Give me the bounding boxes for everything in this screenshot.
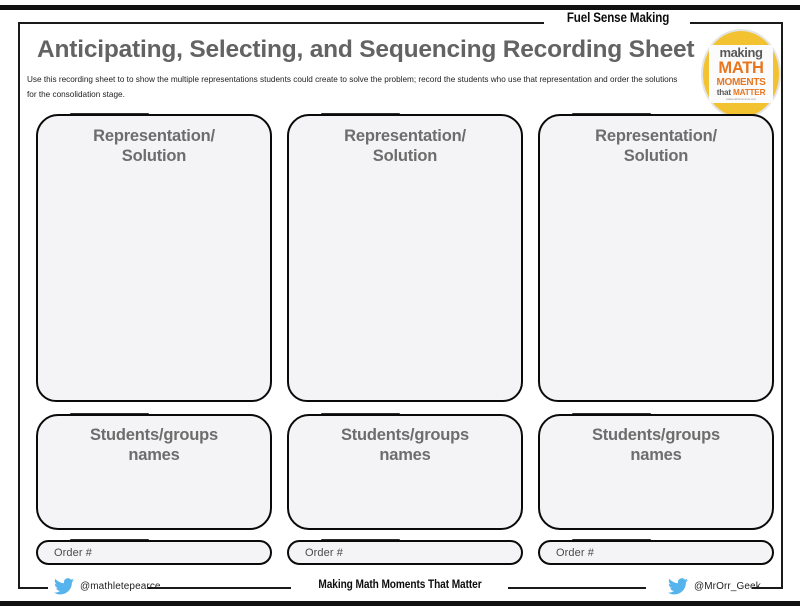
representation-box-3[interactable]: Representation/Solution	[538, 112, 774, 402]
logo-text-that: that	[716, 87, 733, 97]
logo-url-text: makemathmoments.com	[725, 98, 757, 102]
frame-top-border-left	[18, 22, 544, 24]
logo-text-making: making	[719, 45, 763, 61]
representation-label-2: Representation/Solution	[344, 127, 466, 166]
mathletepearce-handle[interactable]: @mathletepearce	[80, 581, 161, 592]
fuel-sense-making-tab: Fuel Sense Making	[566, 10, 670, 25]
footer-center-caption: Making Math Moments That Matter	[318, 579, 482, 591]
frame-top-border-right	[690, 22, 783, 24]
order-label-1: Order #	[54, 546, 92, 559]
order-label-2: Order #	[305, 546, 343, 559]
twitter-icon	[668, 578, 688, 595]
page-intro-text: Use this recording sheet to to show the …	[27, 75, 678, 99]
frame-bottom-segment-2	[148, 587, 291, 589]
frame-left-border	[18, 22, 20, 588]
representation-box-2[interactable]: Representation/Solution	[287, 112, 523, 402]
footer-right-credit: @MrOrr_Geek	[668, 578, 761, 595]
logo-text-moments: MOMENTS	[716, 76, 766, 88]
twitter-icon	[54, 578, 74, 595]
brand-logo: making MATH MOMENTS that MATTER makemath…	[703, 31, 779, 117]
footer-left-credit: @mathletepearce	[54, 578, 161, 595]
frame-bottom-segment-1	[18, 587, 48, 589]
representation-label-1: Representation/Solution	[93, 127, 215, 166]
order-box-3[interactable]: Order #	[538, 538, 774, 565]
order-box-1[interactable]: Order #	[36, 538, 272, 565]
representation-box-1[interactable]: Representation/Solution	[36, 112, 272, 402]
top-edge-rule	[0, 5, 800, 10]
page-title: Anticipating, Selecting, and Sequencing …	[37, 36, 695, 63]
representation-label-3: Representation/Solution	[595, 127, 717, 166]
bottom-edge-rule	[0, 601, 800, 606]
logo-text-matter: MATTER	[732, 87, 766, 97]
logo-plate: making MATH MOMENTS that MATTER makemath…	[709, 45, 773, 103]
order-label-3: Order #	[556, 546, 594, 559]
frame-bottom-segment-3	[508, 587, 646, 589]
logo-text-that-matter: that MATTER	[716, 87, 766, 97]
frame-bottom-segment-4	[752, 587, 783, 589]
frame-right-border	[781, 22, 783, 588]
logo-text-math: MATH	[718, 59, 764, 78]
mrorr-geek-handle[interactable]: @MrOrr_Geek	[694, 581, 761, 592]
order-box-2[interactable]: Order #	[287, 538, 523, 565]
